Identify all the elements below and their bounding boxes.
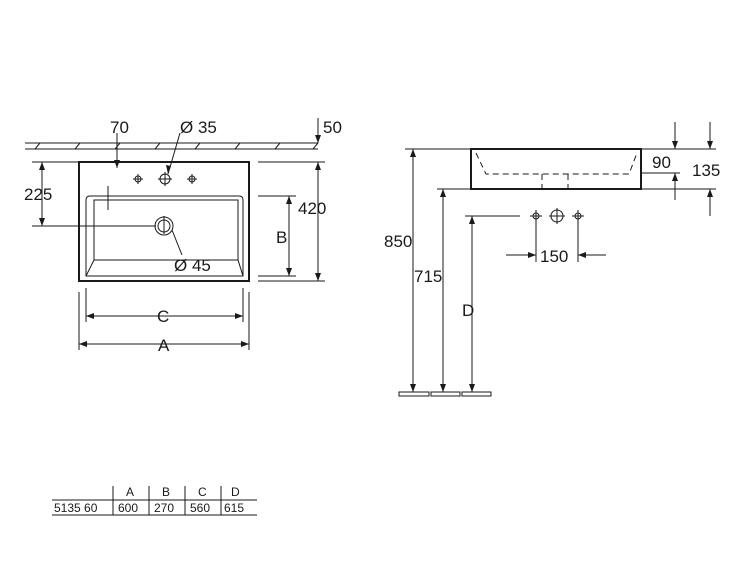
dim-d-label: D — [462, 301, 474, 320]
table-header-b: B — [162, 485, 170, 499]
dim-b-label: B — [276, 228, 287, 247]
dim-90-label: 90 — [652, 153, 671, 172]
tap-hole-icon — [158, 172, 172, 186]
dim-135-label: 135 — [692, 161, 720, 180]
basin-side-profile — [470, 148, 642, 190]
table-header-d: D — [231, 485, 240, 499]
side-tap-hole-left-icon — [530, 210, 542, 222]
dim-850-label: 850 — [384, 232, 412, 251]
tap-hole-left-icon — [133, 174, 143, 184]
side-tap-hole-right-icon — [572, 210, 584, 222]
dim-50-label: 50 — [323, 118, 342, 137]
table-cell-a: 600 — [118, 501, 138, 515]
dim-150-label: 150 — [540, 247, 568, 266]
dim-420-label: 420 — [298, 199, 326, 218]
side-tap-hole-icon — [549, 208, 565, 224]
basin-bowl — [85, 195, 244, 277]
dim-715-label: 715 — [414, 267, 442, 286]
table-cell-model: 5135 60 — [54, 501, 98, 515]
dim-225-label: 225 — [24, 185, 52, 204]
dim-drain-label: Ø 45 — [174, 256, 211, 275]
tap-hole-right-icon — [187, 174, 197, 184]
table-header-a: A — [126, 485, 134, 499]
dim-tap-hole-label: Ø 35 — [180, 118, 217, 137]
dimension-table: A B C D 5135 60 600 270 560 615 — [52, 485, 257, 516]
side-view: 90 135 850 715 D 150 — [384, 122, 720, 397]
table-header-c: C — [198, 485, 207, 499]
basin-outline — [78, 161, 250, 282]
dim-a-label: A — [158, 336, 170, 355]
top-view: 70 Ø 35 50 225 420 B Ø 45 C A — [24, 118, 342, 355]
table-cell-d: 615 — [224, 501, 244, 515]
dim-c-label: C — [157, 307, 169, 326]
dim-70-label: 70 — [110, 118, 129, 137]
table-cell-b: 270 — [154, 501, 174, 515]
wall-line — [25, 142, 319, 150]
table-cell-c: 560 — [190, 501, 210, 515]
